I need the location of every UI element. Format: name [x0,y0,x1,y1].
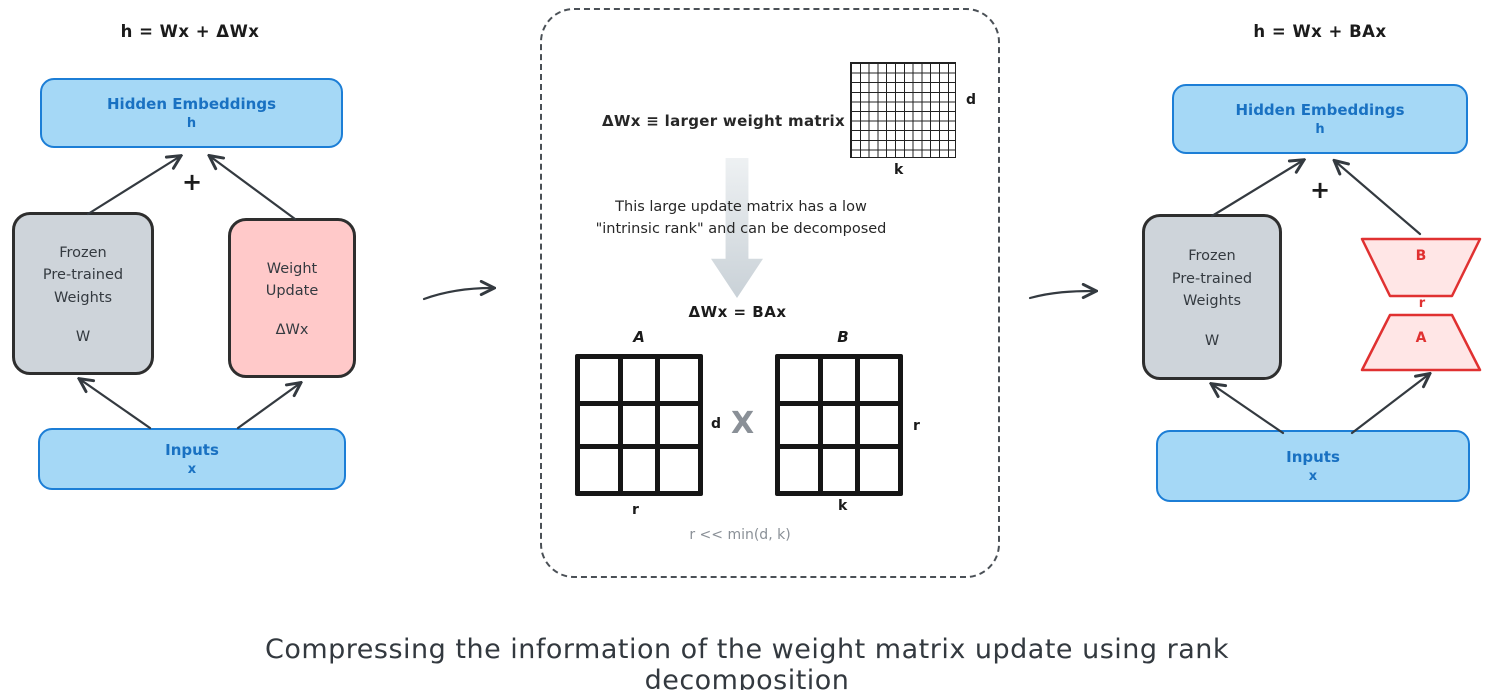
hidden-embeddings-sub-right: h [1315,122,1325,137]
inputs-title-right: Inputs [1286,448,1340,466]
trapezoid-b-label: B [1415,248,1427,264]
frozen-weights-sub-left: W [75,329,91,346]
inputs-sub-left: x [187,462,197,477]
matrix-a-grid [575,354,703,496]
arrow-frozen-to-hidden-right [1210,161,1302,218]
matrix-b-side-label: r [913,418,920,434]
formula-right: h = Wx + BAx [1253,22,1387,41]
hidden-embeddings-box-right: Hidden Embeddings h [1172,84,1468,154]
trapezoid-b-shape [1360,237,1482,298]
weight-update-title: Weight Update [265,260,319,299]
arrow-frozen-to-hidden-left [86,157,179,216]
hidden-embeddings-sub-left: h [186,116,197,131]
inputs-box-right: Inputs x [1156,430,1470,502]
matrix-b-bottom-label: k [838,498,848,514]
hidden-embeddings-title-left: Hidden Embeddings [107,95,276,113]
dim-k-label: k [894,162,904,178]
matrix-a-side-label: d [711,416,722,432]
weight-update-box: Weight Update ΔWx [228,218,356,378]
delta-w-matrix-label: ΔWx ≡ larger weight matrix [602,112,845,130]
frozen-weights-box-left: Frozen Pre-trained Weights W [12,212,154,375]
transition-arrow-left-to-middle [422,288,492,301]
caption: Compressing the information of the weigh… [264,634,1230,690]
plus-sign-right: + [1309,176,1331,204]
arrow-inputs-to-frozen-left [81,380,152,430]
frozen-weights-box-right: Frozen Pre-trained Weights W [1142,214,1282,380]
inputs-box-left: Inputs x [38,428,346,490]
arrow-inputs-to-update-left [236,384,299,430]
frozen-weights-title-left: Frozen Pre-trained Weights [42,244,124,306]
hidden-embeddings-box-left: Hidden Embeddings h [40,78,343,148]
arrow-inputs-to-frozen-right [1213,385,1285,435]
hidden-embeddings-title-right: Hidden Embeddings [1235,101,1405,119]
formula-left: h = Wx + ΔWx [120,22,260,41]
multiply-sign: X [731,406,755,441]
matrix-a-bottom-label: r [632,502,639,518]
matrix-a-label: A [633,328,645,346]
matrix-b-grid [775,354,903,496]
inputs-sub-right: x [1308,469,1318,484]
dim-d-label: d [966,92,977,108]
trapezoid-a-shape [1360,313,1482,372]
frozen-weights-title-right: Frozen Pre-trained Weights [1171,248,1253,310]
rank-r-label: r [1418,296,1426,311]
weight-update-sub: ΔWx [275,322,309,339]
rank-note: r << min(d, k) [689,527,791,543]
arrow-inputs-to-trapezoid-right [1350,375,1428,435]
matrix-b-label: B [837,328,849,346]
arrow-update-to-hidden-left [211,157,297,221]
plus-sign-left: + [181,168,203,196]
decomposition-equation: ΔWx = BAx [688,303,787,321]
weight-matrix-grid [850,62,956,158]
inputs-title-left: Inputs [165,441,219,459]
trapezoid-a-label: A [1415,330,1427,346]
transition-arrow-middle-to-right [1028,291,1094,300]
decomposition-panel [540,8,1000,578]
arrow-trapezoid-to-hidden-right [1336,162,1422,236]
decomposition-note: This large update matrix has a low "intr… [595,199,887,238]
frozen-weights-sub-right: W [1204,332,1220,349]
